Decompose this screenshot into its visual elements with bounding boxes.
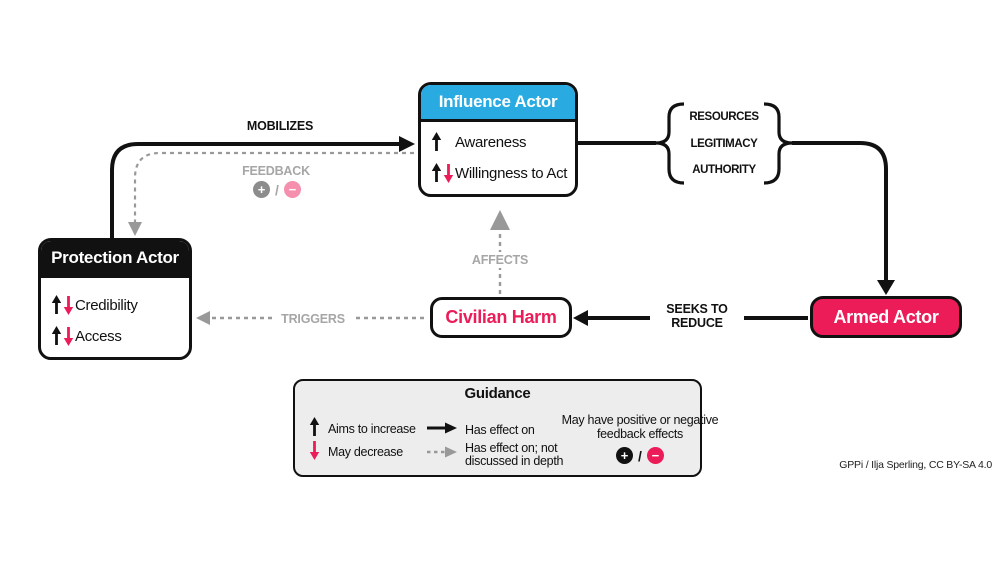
slash-separator: / xyxy=(275,181,279,198)
guidance-legend: Guidance Aims to increase May decrease H… xyxy=(293,379,719,477)
slash-separator: / xyxy=(638,447,642,464)
down-arrow-icon xyxy=(309,440,320,465)
influence-actor-node: Influence Actor Awareness Willingness to… xyxy=(418,82,578,197)
list-item: Awareness xyxy=(431,129,575,155)
up-arrow-icon xyxy=(431,132,455,152)
protection-actor-node: Protection Actor Credibility Access xyxy=(38,238,192,360)
bracket-item-resources: RESOURCES xyxy=(689,111,759,123)
feedback-arrowhead xyxy=(128,222,142,236)
legend-row-effect-dashed: Has effect on; not discussed in depth xyxy=(427,442,579,468)
affects-label: AFFECTS xyxy=(462,252,538,269)
feedback-label: FEEDBACK xyxy=(242,164,310,178)
attribution-text: GPPi / Ilja Sperling, CC BY-SA 4.0 xyxy=(839,459,992,471)
up-down-arrow-icon xyxy=(51,326,75,346)
bracket-to-armed-line xyxy=(792,141,888,281)
bracket-list: RESOURCES LEGITIMACY AUTHORITY xyxy=(684,104,764,184)
influence-actor-header: Influence Actor xyxy=(421,85,575,122)
minus-circle-icon: − xyxy=(646,447,664,464)
seeks-arrowhead xyxy=(573,310,588,326)
triggers-arrowhead xyxy=(196,311,210,325)
protection-actor-header: Protection Actor xyxy=(41,241,189,278)
legend-row-decrease: May decrease xyxy=(309,440,403,465)
seeks-line1: SEEKS TO xyxy=(666,302,728,316)
affects-arrowhead xyxy=(490,210,510,230)
left-brace xyxy=(655,102,685,185)
mobilizes-arrowhead xyxy=(399,136,415,152)
legend-feedback-note: May have positive or negative feedback e… xyxy=(561,413,719,441)
item-label: Access xyxy=(75,327,122,345)
influence-actor-body: Awareness Willingness to Act xyxy=(421,122,575,186)
legend-label: May decrease xyxy=(328,445,403,459)
minus-circle-icon: − xyxy=(283,181,301,198)
legend-label: Aims to increase xyxy=(328,422,416,436)
up-down-arrow-icon xyxy=(431,163,455,183)
item-label: Credibility xyxy=(75,296,138,314)
seeks-to-reduce-label: SEEKS TO REDUCE xyxy=(650,301,744,332)
feedback-signs: + / − xyxy=(227,181,327,198)
legend-label: Has effect on; not discussed in depth xyxy=(465,441,564,468)
civilian-harm-node: Civilian Harm xyxy=(430,297,572,338)
list-item: Credibility xyxy=(51,292,189,318)
plus-circle-icon: + xyxy=(253,181,271,198)
bracket-item-legitimacy: LEGITIMACY xyxy=(690,137,758,150)
item-label: Willingness to Act xyxy=(455,164,568,182)
seeks-line2: REDUCE xyxy=(671,316,723,331)
up-down-arrow-icon xyxy=(51,295,75,315)
right-brace xyxy=(763,102,793,185)
triggers-label: TRIGGERS xyxy=(274,311,352,328)
bracket-item-authority: AUTHORITY xyxy=(692,164,756,176)
mobilizes-label: MOBILIZES xyxy=(246,119,314,133)
feedback-arrow-line xyxy=(133,151,414,223)
mobilizes-arrow-line xyxy=(110,142,400,240)
solid-arrow-icon xyxy=(427,421,457,439)
list-item: Access xyxy=(51,323,189,349)
legend-row-increase: Aims to increase xyxy=(309,417,416,442)
list-item: Willingness to Act xyxy=(431,160,575,186)
dashed-arrow-icon xyxy=(427,445,457,463)
armed-actor-node: Armed Actor xyxy=(810,296,962,338)
armed-arrowhead xyxy=(877,280,895,295)
legend-feedback-signs: + / − xyxy=(555,447,725,464)
legend-label: Has effect on xyxy=(465,422,535,437)
legend-row-effect: Has effect on xyxy=(427,421,535,439)
plus-circle-icon: + xyxy=(616,447,634,464)
item-label: Awareness xyxy=(455,133,527,151)
legend-title: Guidance xyxy=(464,385,531,402)
protection-actor-body: Credibility Access xyxy=(41,278,189,349)
up-arrow-icon xyxy=(309,417,320,442)
